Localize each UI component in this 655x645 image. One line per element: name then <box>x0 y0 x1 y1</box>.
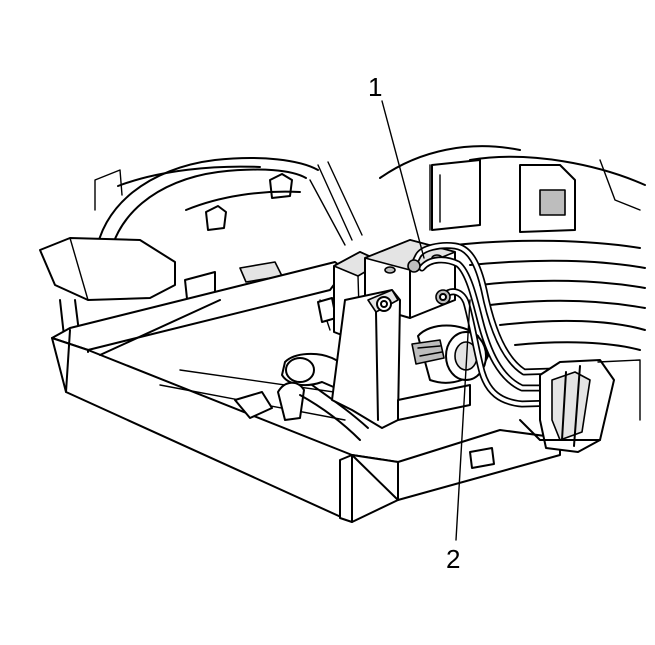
callout-2-leader-line <box>455 299 471 541</box>
callout-1: 1 <box>368 72 425 259</box>
callout-1-leader-line <box>381 100 425 259</box>
pipe-retainer-bracket <box>469 359 641 469</box>
engine-compartment-background <box>379 145 646 351</box>
callout-1-number: 1 <box>368 72 382 102</box>
inner-fender-background <box>94 157 363 269</box>
callout-2: 2 <box>446 299 471 574</box>
callout-2-number: 2 <box>446 544 460 574</box>
brake-pipes <box>407 242 594 408</box>
